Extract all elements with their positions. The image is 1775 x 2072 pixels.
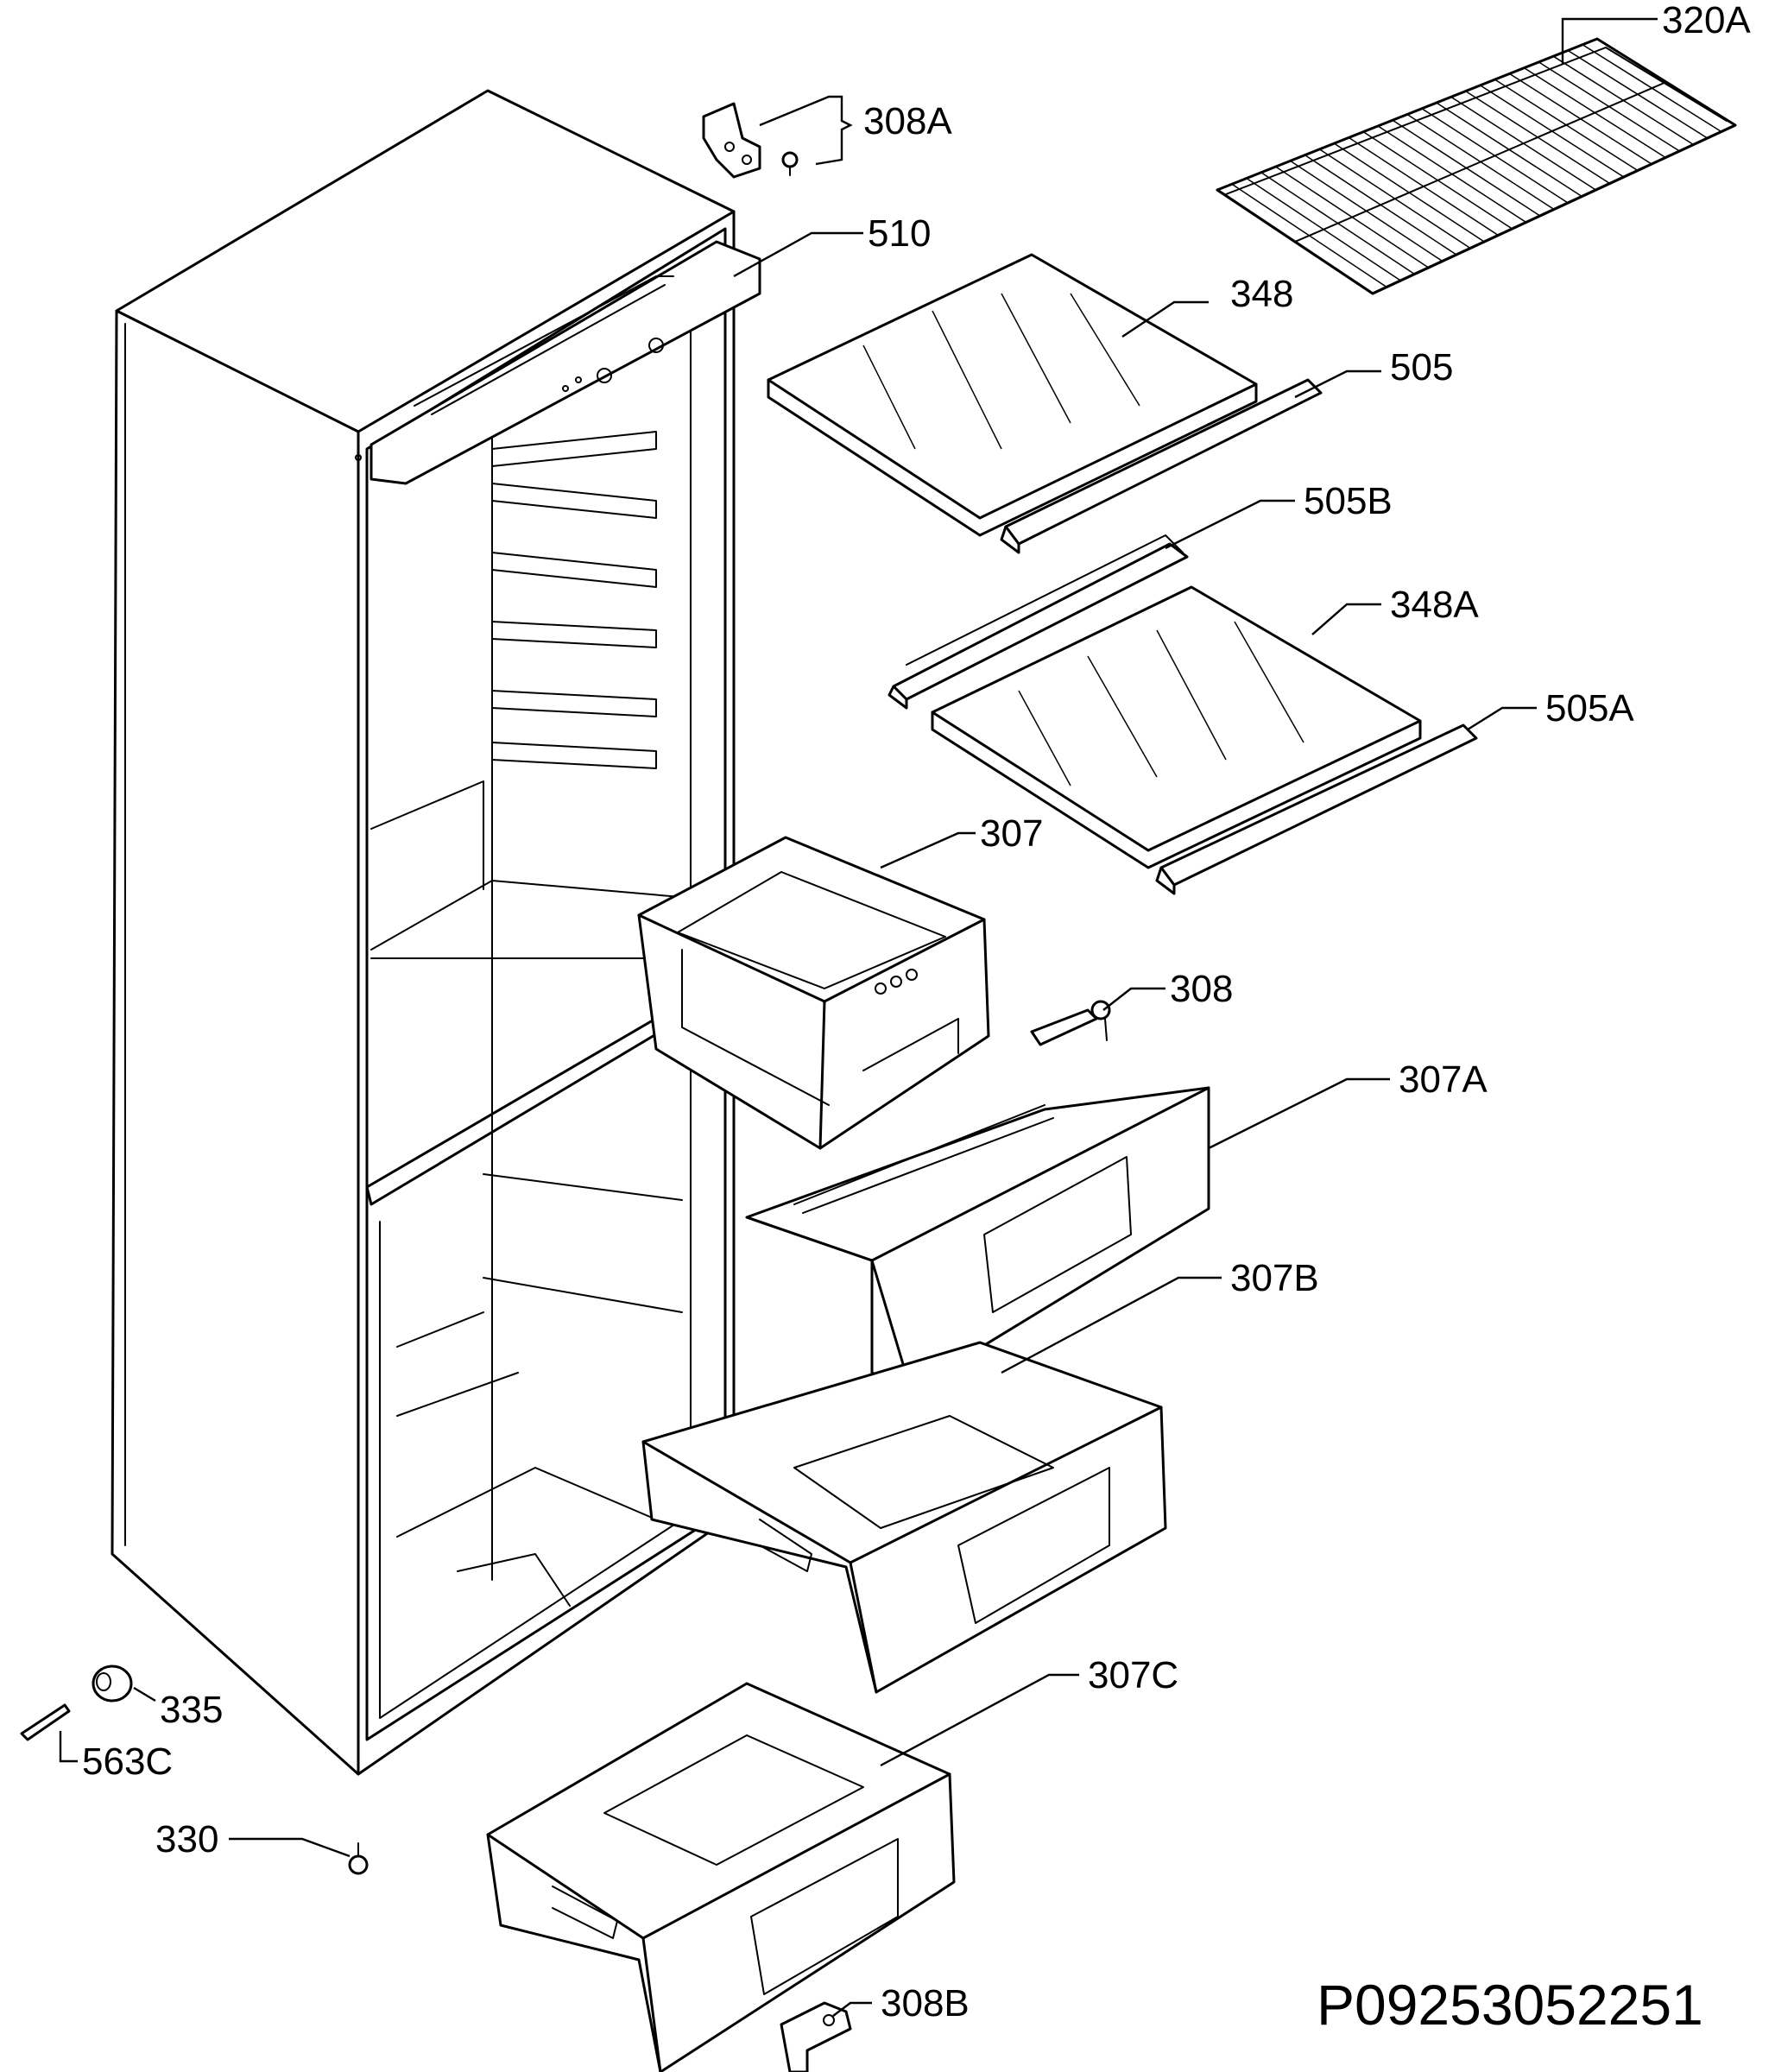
shelf-rail-505 [1000,378,1323,554]
callout-563c: 563C [82,1740,173,1783]
control-panel-510 [370,240,761,485]
hinge-308a [702,102,799,179]
callout-505a: 505A [1545,687,1634,730]
shelf-guides [491,431,657,769]
callout-307c: 307C [1088,1654,1178,1696]
screw-330 [348,1842,369,1875]
callout-348: 348 [1230,273,1293,315]
document-code: P09253052251 [1317,1973,1703,2037]
glass-shelf-348 [767,253,1258,537]
callout-308a: 308A [863,100,952,142]
hinge-308 [1030,1000,1111,1046]
shelf-rail-505b [888,534,1189,710]
callout-labels: 320A 308A 510 348 505 505B 348A 505A 307… [82,0,1751,2025]
bracket-308a [759,95,853,166]
callout-308b: 308B [881,1982,970,2025]
crisper-bin-307 [637,836,990,1150]
shelf-rail-505a [1155,723,1478,895]
callout-335: 335 [160,1689,223,1731]
callout-320a: 320A [1662,0,1751,41]
foot-335 [92,1665,133,1702]
callout-330: 330 [155,1818,218,1860]
pin-563c [20,1703,71,1741]
callout-307: 307 [980,812,1043,855]
callout-505b: 505B [1304,480,1393,522]
glass-shelf-348a [931,585,1422,869]
callout-348a: 348A [1390,584,1479,626]
wire-shelf-320a [1216,37,1737,295]
leader-lines [59,17,1658,2017]
drawer-307b [641,1341,1167,1694]
hinge-308b [780,2001,852,2072]
callout-307a: 307A [1399,1058,1488,1101]
refrigerator-cabinet [111,89,736,1776]
drawer-307c [486,1682,956,2072]
wire-shelf-center-bar [1294,81,1667,243]
callout-505: 505 [1390,346,1453,388]
callout-308: 308 [1170,968,1233,1010]
drawer-307a [745,1086,1210,1392]
callout-307b: 307B [1230,1257,1319,1299]
callout-510: 510 [868,212,931,255]
